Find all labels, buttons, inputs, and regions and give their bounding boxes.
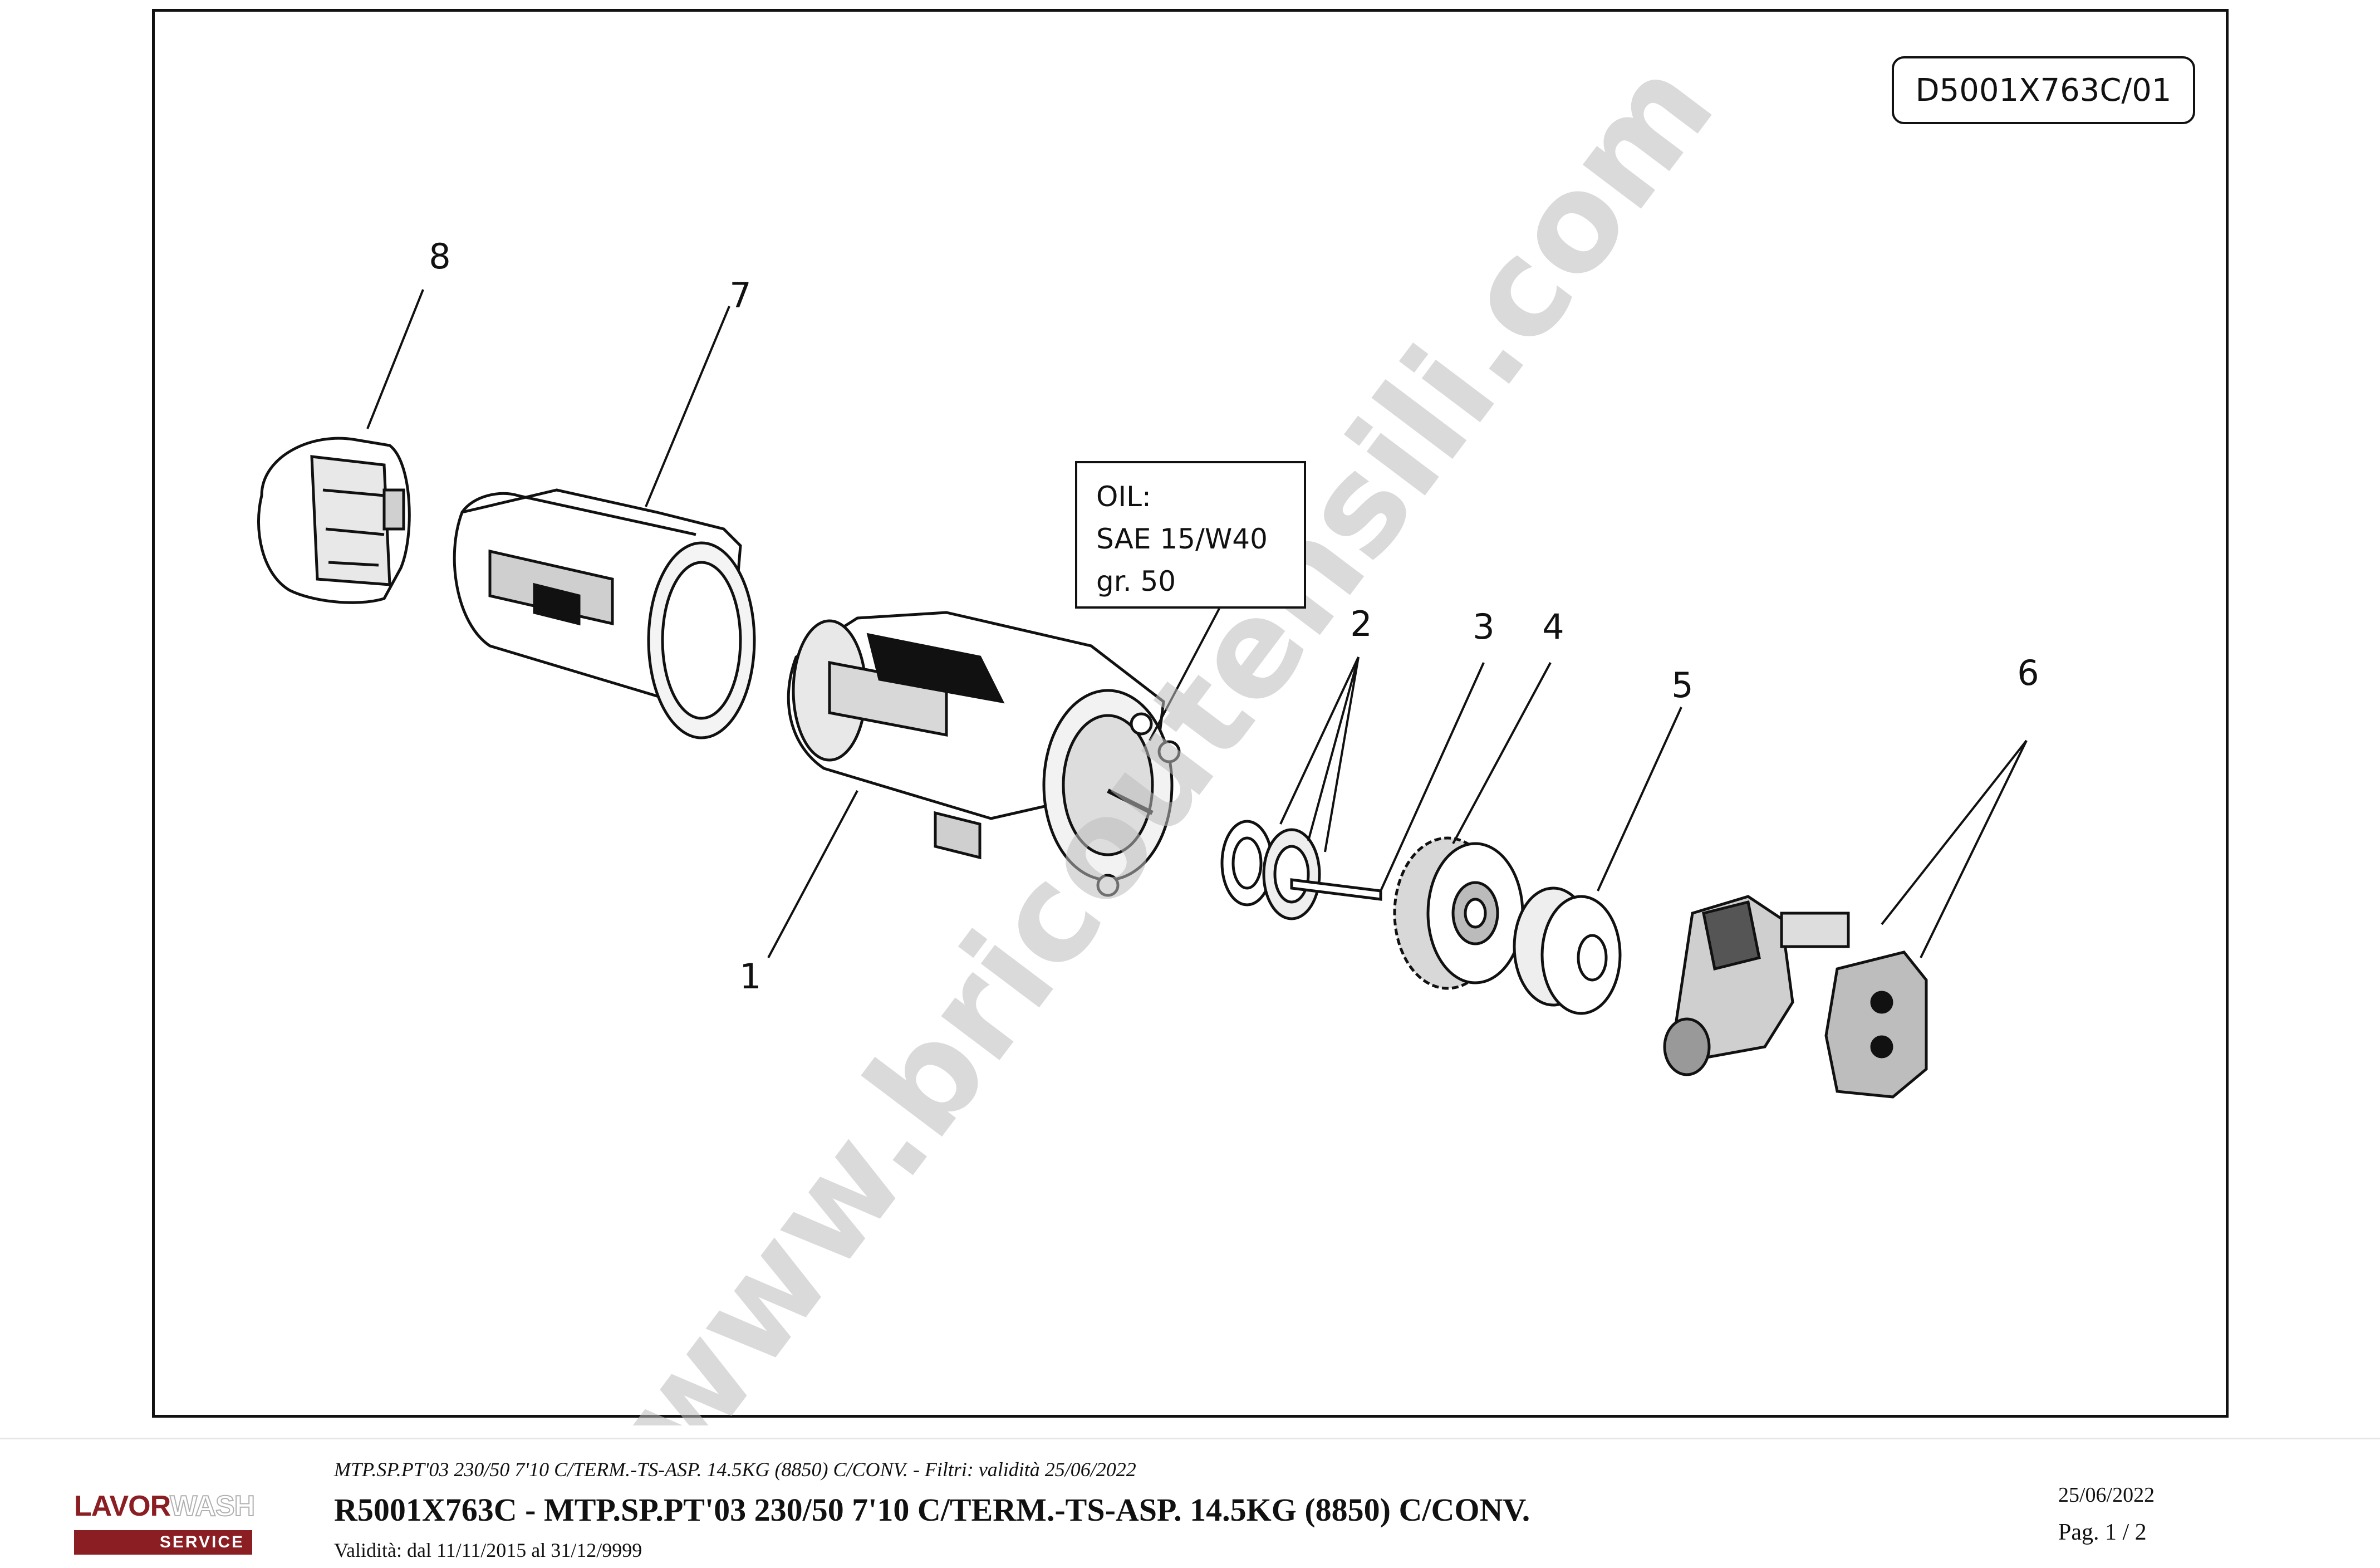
logo-tagline: SERVICE	[74, 1530, 252, 1555]
part-6-pump-head	[1663, 895, 1928, 1099]
part-4-gear	[1393, 836, 1524, 990]
logo-wordmark: LAVORWASH	[74, 1489, 256, 1523]
footer-title: R5001X763C - MTP.SP.PT'03 230/50 7'10 C/…	[334, 1492, 1530, 1528]
callout-8: 8	[429, 236, 450, 277]
watermark: www.bricoutensili.com	[588, 32, 1744, 1425]
callout-3: 3	[1473, 606, 1494, 647]
footer-divider	[0, 1438, 2380, 1439]
oil-note-line3: gr. 50	[1096, 565, 1176, 597]
part-2-seals	[1220, 820, 1321, 920]
callout-7: 7	[729, 275, 751, 316]
part-7-motor-housing	[453, 488, 756, 739]
callout-6: 6	[2017, 653, 2039, 693]
footer-subtitle: MTP.SP.PT'03 230/50 7'10 C/TERM.-TS-ASP.…	[334, 1458, 1136, 1481]
callout-1: 1	[739, 956, 761, 997]
exploded-view-diagram: 8 7 1 2 3 4 5 6 www.bricoutensili.com	[257, 32, 2039, 1425]
callout-2: 2	[1350, 604, 1372, 644]
callout-4: 4	[1542, 606, 1564, 647]
drawing-frame	[152, 9, 2229, 1418]
part-1-motor	[787, 611, 1181, 897]
footer-page-number: Pag. 1 / 2	[2058, 1520, 2147, 1545]
part-8-end-cap	[257, 437, 411, 604]
oil-note-line2: SAE 15/W40	[1096, 523, 1268, 555]
callout-5: 5	[1671, 665, 1693, 705]
part-5-bearing	[1513, 886, 1622, 1015]
part-3-shaft	[1290, 878, 1382, 901]
footer-validity: Validità: dal 11/11/2015 al 31/12/9999	[334, 1539, 642, 1561]
leader-lines	[366, 289, 2028, 958]
footer-date: 25/06/2022	[2058, 1483, 2155, 1507]
oil-note-box: OIL: SAE 15/W40 gr. 50	[1075, 461, 1306, 609]
drawing-code-label: D5001X763C/01	[1892, 56, 2195, 124]
oil-note-line1: OIL:	[1096, 481, 1151, 513]
brand-logo: LAVORWASH SERVICE	[74, 1487, 256, 1555]
